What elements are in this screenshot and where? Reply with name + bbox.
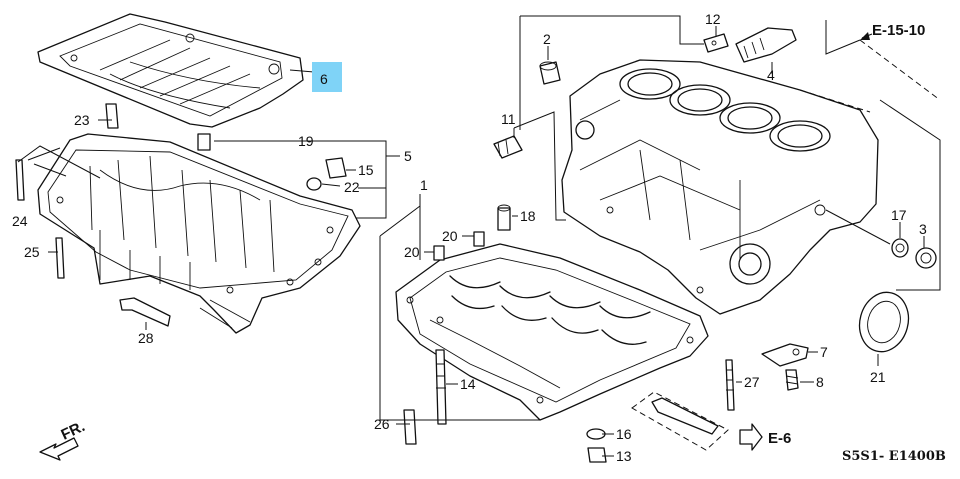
callouts: 1 2 3 4 5 6 7 8 11 12 13 14 15 16 17 18 … [12,11,927,464]
callout-19[interactable]: 19 [298,133,314,149]
dowel-part-20a[interactable] [473,231,485,247]
callout-15[interactable]: 15 [358,162,374,178]
stud-part-24[interactable] [15,159,25,201]
callout-6[interactable]: 6 [320,71,328,87]
callout-13[interactable]: 13 [616,448,632,464]
bracket-part-7[interactable] [761,343,809,367]
bolt-part-23[interactable] [105,103,119,129]
callout-12[interactable]: 12 [705,11,721,27]
callout-14[interactable]: 14 [460,376,476,392]
callout-28[interactable]: 28 [138,330,154,346]
bolt-part-3[interactable] [915,247,937,269]
callout-20b[interactable]: 20 [404,244,420,260]
front-label: FR. [59,418,88,444]
lower-block-part[interactable] [395,243,709,421]
callout-11[interactable]: 11 [501,111,516,127]
front-arrow-icon [39,437,79,461]
oil-pan-part[interactable] [37,133,361,334]
cylinder-block-part[interactable] [561,59,879,315]
callout-24[interactable]: 24 [12,213,28,229]
callout-26[interactable]: 26 [374,416,390,432]
washer-part-17[interactable] [891,238,909,258]
stud-part-25[interactable] [55,237,65,279]
baffle-plate-part[interactable] [37,13,304,128]
bolt-part-28[interactable] [119,297,171,327]
callout-21[interactable]: 21 [870,369,886,385]
bolt-part-26[interactable] [403,409,417,445]
ref-bottom-right[interactable]: E-6 [739,423,791,451]
ref-e-6[interactable]: E-6 [768,430,791,447]
callout-2[interactable]: 2 [543,31,551,47]
bolt-part-8[interactable] [785,369,799,391]
dowel-part-20b[interactable] [433,245,445,261]
bolt-part-13[interactable] [587,447,607,463]
leader-lines [17,15,941,457]
plug-part-2[interactable] [539,61,561,85]
callout-4[interactable]: 4 [767,67,775,83]
callout-17[interactable]: 17 [891,207,907,223]
sensor-part-4[interactable] [735,27,797,63]
dowel-part-19[interactable] [197,133,211,151]
drain-bolt-part-15[interactable] [325,157,347,179]
dowel-part-18[interactable] [497,204,511,231]
callout-25[interactable]: 25 [24,244,40,260]
callout-18[interactable]: 18 [520,208,536,224]
drawing-code: S5S1- E1400B [842,449,946,464]
ref-top-right[interactable]: E-15-10 [860,22,925,40]
bolt-part-14[interactable] [435,349,447,425]
stud-part-27[interactable] [725,359,735,411]
ref-e-15-10[interactable]: E-15-10 [872,22,925,39]
washer-part-22[interactable] [306,177,322,191]
switch-part-11[interactable] [493,135,523,159]
sensor-part-12[interactable] [703,33,729,53]
oil-seal-part-21[interactable] [853,287,915,357]
callout-3[interactable]: 3 [919,221,927,237]
callout-22[interactable]: 22 [344,179,360,195]
front-direction-indicator: FR. [39,418,88,461]
callout-27[interactable]: 27 [744,374,760,390]
highlight-box [312,62,342,92]
callout-8[interactable]: 8 [816,374,824,390]
callout-20a[interactable]: 20 [442,228,458,244]
callout-5[interactable]: 5 [404,148,412,164]
callout-16[interactable]: 16 [616,426,632,442]
arrow-icon [860,32,870,40]
callout-1[interactable]: 1 [420,177,428,193]
long-bolt-e6[interactable] [631,391,729,451]
outline-arrow-icon [739,423,763,451]
callout-23[interactable]: 23 [74,112,90,128]
callout-7[interactable]: 7 [820,344,828,360]
